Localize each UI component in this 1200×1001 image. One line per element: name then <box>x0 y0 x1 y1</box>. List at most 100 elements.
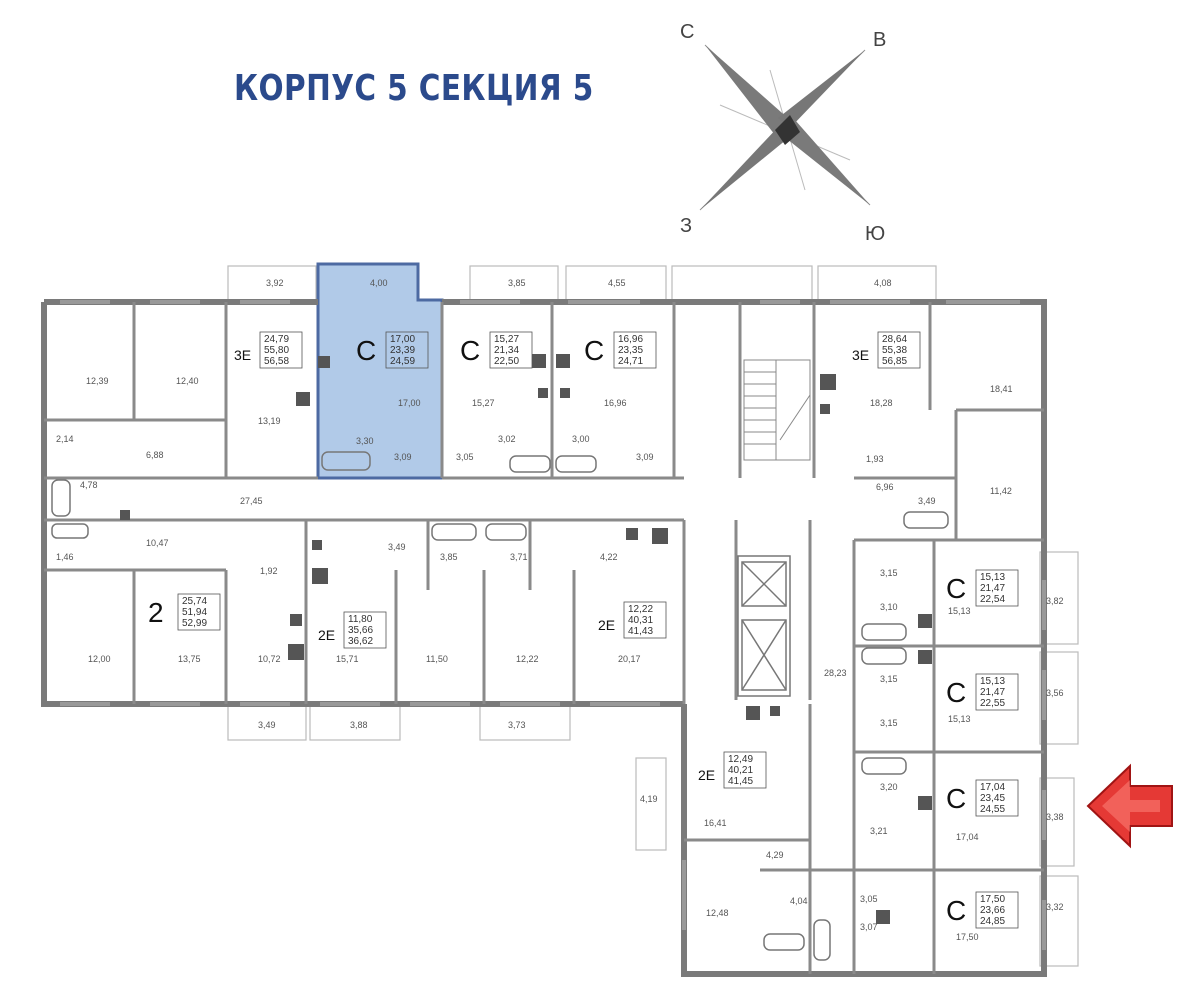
apartment-area: 15,13 <box>980 676 1005 687</box>
apartment-area: 23,35 <box>618 345 643 356</box>
area-box <box>975 891 1019 929</box>
room-area-label: 3,10 <box>880 602 898 612</box>
room-area-label: 11,50 <box>426 654 448 664</box>
apartment-area: 21,47 <box>980 583 1005 594</box>
apartment-type: С <box>946 677 966 708</box>
apartment-type: 3Е <box>852 347 869 363</box>
room-area-label: 3,15 <box>880 718 898 728</box>
compass-east: В <box>873 29 886 51</box>
apartment-area: 40,31 <box>628 615 653 626</box>
apartment-area: 22,50 <box>494 356 519 367</box>
room-area-label: 1,93 <box>866 454 884 464</box>
apartment-type: С <box>356 335 376 366</box>
apartment-area: 17,50 <box>980 894 1005 905</box>
interior-walls <box>44 302 1044 974</box>
room-area-label: 4,22 <box>600 552 618 562</box>
compass-rose-icon: С В З Ю <box>680 21 886 245</box>
bathtub-icons <box>51 451 949 961</box>
room-area-label: 3,71 <box>510 552 528 562</box>
room-area-label: 3,21 <box>870 826 888 836</box>
location-arrow-icon <box>1086 763 1173 849</box>
apartment-area: 28,64 <box>882 334 907 345</box>
apartment-area: 35,66 <box>348 625 373 636</box>
room-area-label: 12,39 <box>86 376 109 386</box>
room-area-label: 3,05 <box>860 894 878 904</box>
room-area-label: 4,55 <box>608 278 626 288</box>
room-area-label: 4,04 <box>790 896 808 906</box>
area-box <box>623 601 667 639</box>
apartment-area: 23,45 <box>980 793 1005 804</box>
room-area-label: 11,42 <box>990 486 1012 496</box>
apartment-area: 24,55 <box>980 804 1005 815</box>
room-area-label: 13,19 <box>258 416 281 426</box>
area-box <box>177 593 221 631</box>
area-box <box>975 779 1019 817</box>
apartment-area: 55,80 <box>264 345 289 356</box>
area-box <box>343 611 387 649</box>
room-area-label: 3,15 <box>880 568 898 578</box>
room-area-label: 4,29 <box>766 850 784 860</box>
apartment-area: 17,00 <box>390 334 415 345</box>
outer-walls <box>41 299 1047 977</box>
room-area-label: 12,22 <box>516 654 539 664</box>
room-area-label: 3,02 <box>498 434 516 444</box>
apartment-area: 56,58 <box>264 356 289 367</box>
apartment-type: 2Е <box>318 627 335 643</box>
compass-south: Ю <box>865 223 885 245</box>
room-area-label: 6,96 <box>876 482 894 492</box>
elevator-icon <box>737 555 791 697</box>
room-area-label: 17,04 <box>956 832 979 842</box>
apartment-type: С <box>946 783 966 814</box>
room-area-label: 3,00 <box>572 434 590 444</box>
room-area-label: 1,92 <box>260 566 278 576</box>
apartment-area: 17,04 <box>980 782 1005 793</box>
apartment-area: 41,43 <box>628 626 653 637</box>
area-box <box>385 331 429 369</box>
room-area-label: 18,41 <box>990 384 1013 394</box>
room-area-label: 15,27 <box>472 398 495 408</box>
room-area-label: 4,78 <box>80 480 98 490</box>
apartment-area: 22,54 <box>980 594 1005 605</box>
room-area-label: 3,38 <box>1046 812 1064 822</box>
apartment-type: 2 <box>148 597 164 628</box>
compass-west: З <box>680 215 692 237</box>
room-area-label: 15,13 <box>948 714 971 724</box>
apartment-area: 51,94 <box>182 607 207 618</box>
room-area-label: 20,17 <box>618 654 641 664</box>
room-area-label: 3,85 <box>440 552 458 562</box>
room-area-label: 10,72 <box>258 654 281 664</box>
area-box <box>975 569 1019 607</box>
room-area-label: 3,49 <box>388 542 406 552</box>
room-area-label: 27,45 <box>240 496 263 506</box>
apartment-area: 24,85 <box>980 916 1005 927</box>
area-box <box>259 331 303 369</box>
room-area-label: 3,56 <box>1046 688 1064 698</box>
apartment-area: 21,47 <box>980 687 1005 698</box>
area-box <box>723 751 767 789</box>
apartment-type: 2Е <box>598 617 615 633</box>
apartment-type: С <box>946 573 966 604</box>
apartment-type: С <box>946 895 966 926</box>
room-area-label: 16,41 <box>704 818 727 828</box>
apartment-area: 21,34 <box>494 345 519 356</box>
room-area-label: 3,92 <box>266 278 284 288</box>
room-area-label: 3,05 <box>456 452 474 462</box>
room-area-label: 3,09 <box>394 452 412 462</box>
area-box <box>877 331 921 369</box>
apartment-area: 15,27 <box>494 334 519 345</box>
room-area-label: 3,49 <box>258 720 276 730</box>
room-area-label: 3,49 <box>918 496 936 506</box>
apartment-area: 41,45 <box>728 776 753 787</box>
room-area-label: 3,15 <box>880 674 898 684</box>
room-area-label: 4,19 <box>640 794 658 804</box>
area-box <box>613 331 657 369</box>
apartment-area: 23,66 <box>980 905 1005 916</box>
apartment-area: 25,74 <box>182 596 207 607</box>
page-title: КОРПУС 5 СЕКЦИЯ 5 <box>234 68 594 109</box>
area-box <box>489 331 533 369</box>
highlighted-apartment[interactable] <box>316 262 444 480</box>
room-area-label: 3,88 <box>350 720 368 730</box>
